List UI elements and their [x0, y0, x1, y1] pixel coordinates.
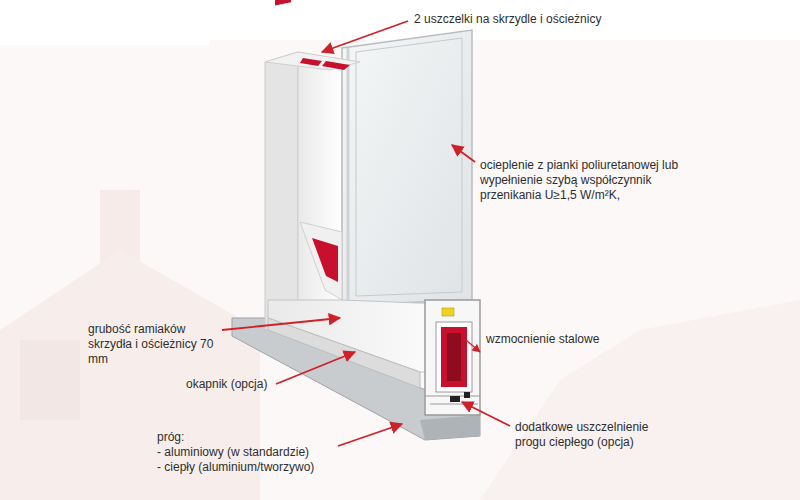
- callout-label: próg:: [157, 430, 184, 445]
- corner-cut: [300, 222, 342, 300]
- threshold-edge: [420, 415, 480, 440]
- callout-label: wzmocnienie stalowe: [486, 332, 599, 347]
- callout-label: - ciepły (aluminium/tworzywo): [157, 460, 314, 475]
- seal: [322, 61, 350, 70]
- callout-label: okapnik (opcja): [186, 377, 267, 392]
- frame-front: [298, 52, 342, 322]
- profile-section: [425, 300, 480, 415]
- glass-pane: [342, 30, 472, 305]
- callout-label: ocieplenie z pianki poliuretanowej lub w…: [480, 158, 688, 203]
- top-cut: [265, 52, 360, 70]
- corner-reinforcement: [312, 238, 338, 282]
- callout-label: dodatkowe uszczelnienie progu ciepłego (…: [515, 420, 660, 450]
- callout-label: grubość ramiaków skrzydła i ościeżnicy 7…: [88, 322, 218, 367]
- seal: [300, 58, 322, 66]
- callout-label: - aluminiowy (w standardzie): [157, 445, 309, 460]
- glass-pane-inner: [356, 38, 462, 296]
- callout-label: 2 uszczelki na skrzydle i ościeżnicy: [414, 12, 601, 27]
- frame-side: [265, 52, 298, 330]
- glass-edge: [347, 48, 350, 304]
- seal: [275, 0, 291, 6]
- drip-cap: [268, 318, 420, 388]
